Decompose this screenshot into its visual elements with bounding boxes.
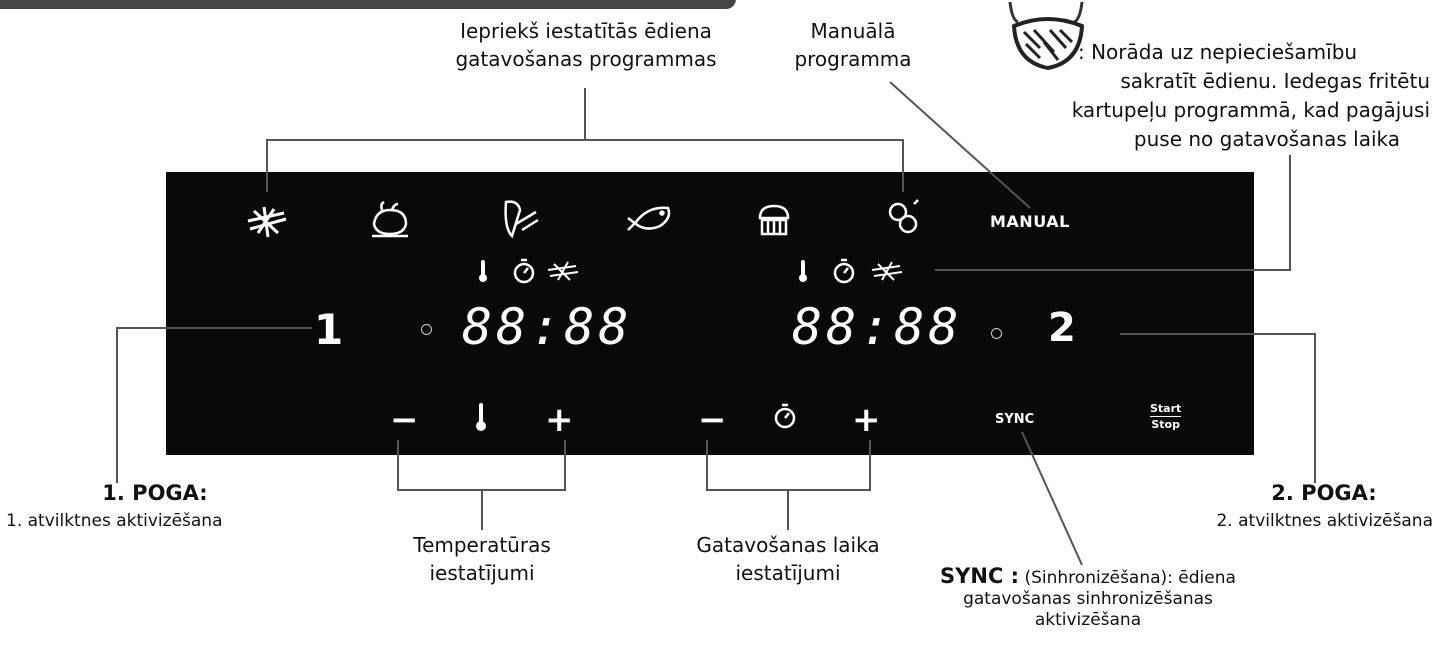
control-panel bbox=[166, 172, 1254, 455]
btn1-label: 1. POGA: 1. atvilktnes aktivizēšana bbox=[0, 482, 280, 532]
shake-label-line4: puse no gatavošanas laika bbox=[1133, 127, 1400, 151]
fish-program-icon[interactable] bbox=[624, 200, 676, 236]
start-stop-button[interactable]: Start Stop bbox=[1150, 402, 1182, 431]
shake-label-line1: : Norāda uz nepieciešamību bbox=[1078, 40, 1358, 64]
drawer-2-button[interactable]: 2 bbox=[1048, 305, 1076, 351]
drawer-1-button[interactable]: 1 bbox=[314, 305, 344, 354]
vegetable-program-icon[interactable] bbox=[498, 198, 542, 240]
temperature-icon bbox=[476, 403, 486, 431]
fries-program-icon[interactable] bbox=[244, 203, 290, 239]
temperature-minus-button[interactable]: − bbox=[390, 400, 419, 440]
drawer-1-indicator-dot bbox=[421, 324, 432, 335]
btn1-title: 1. POGA: bbox=[102, 481, 208, 505]
preset-label-line1: Iepriekš iestatītās ēdiena bbox=[460, 19, 712, 43]
custom-program-icon[interactable] bbox=[884, 198, 924, 238]
drawer-2-indicator-dot bbox=[991, 328, 1002, 339]
start-label: Start bbox=[1150, 402, 1182, 415]
chicken-program-icon[interactable] bbox=[368, 200, 412, 240]
time-label-line2: iestatījumi bbox=[735, 561, 841, 585]
cake-program-icon[interactable] bbox=[756, 200, 792, 238]
temperature-plus-button[interactable]: + bbox=[545, 400, 574, 440]
sync-label-line3: aktivizēšana bbox=[1034, 610, 1142, 630]
header-bar bbox=[0, 0, 736, 9]
btn2-title: 2. POGA: bbox=[1271, 481, 1377, 505]
manual-label-line2: programma bbox=[794, 47, 912, 71]
right-display: 88:88 bbox=[792, 298, 963, 356]
thermometer-indicator-left bbox=[479, 260, 487, 282]
temperature-label-line1: Temperatūras bbox=[413, 533, 551, 557]
shake-label-line2: sakratīt ēdienu. Iedegas fritētu bbox=[1120, 69, 1430, 93]
time-minus-button[interactable]: − bbox=[698, 400, 727, 440]
time-label: Gatavošanas laika iestatījumi bbox=[666, 534, 910, 584]
timer-icon bbox=[774, 403, 796, 429]
sync-label-line1: (Sinhronizēšana): ēdiena bbox=[1024, 568, 1236, 588]
stop-label: Stop bbox=[1151, 418, 1180, 431]
temperature-label: Temperatūras iestatījumi bbox=[370, 534, 594, 584]
left-display: 88:88 bbox=[462, 298, 633, 356]
shake-indicator-left bbox=[547, 261, 579, 281]
shake-indicator-right bbox=[871, 261, 903, 281]
shake-label: : Norāda uz nepieciešamību sakratīt ēdie… bbox=[1060, 38, 1430, 154]
sync-label: SYNC : (Sinhronizēšana): ēdiena gatavoša… bbox=[908, 566, 1268, 631]
btn2-label: 2. POGA: 2. atvilktnes aktivizēšana bbox=[1145, 482, 1433, 532]
shake-label-line3: kartupeļu programmā, kad pagājusi bbox=[1071, 98, 1430, 122]
preset-label-line2: gatavošanas programmas bbox=[455, 47, 717, 71]
manual-button[interactable]: MANUAL bbox=[990, 212, 1070, 231]
thermometer-indicator-right bbox=[799, 260, 807, 282]
manual-label: Manuālā programma bbox=[778, 20, 928, 70]
time-plus-button[interactable]: + bbox=[852, 400, 881, 440]
sync-label-line2: gatavošanas sinhronizēšanas bbox=[963, 589, 1213, 609]
timer-indicator-right bbox=[833, 258, 855, 284]
preset-label: Iepriekš iestatītās ēdiena gatavošanas p… bbox=[440, 20, 732, 70]
btn2-desc: 2. atvilktnes aktivizēšana bbox=[1216, 511, 1433, 531]
timer-indicator-left bbox=[513, 258, 535, 284]
manual-label-line1: Manuālā bbox=[810, 19, 896, 43]
sync-button[interactable]: SYNC bbox=[995, 412, 1035, 427]
sync-title: SYNC : bbox=[940, 564, 1020, 588]
btn1-desc: 1. atvilktnes aktivizēšana bbox=[6, 511, 223, 531]
temperature-label-line2: iestatījumi bbox=[429, 561, 535, 585]
time-label-line1: Gatavošanas laika bbox=[696, 533, 880, 557]
shake-basket-icon bbox=[1008, 1, 1085, 71]
